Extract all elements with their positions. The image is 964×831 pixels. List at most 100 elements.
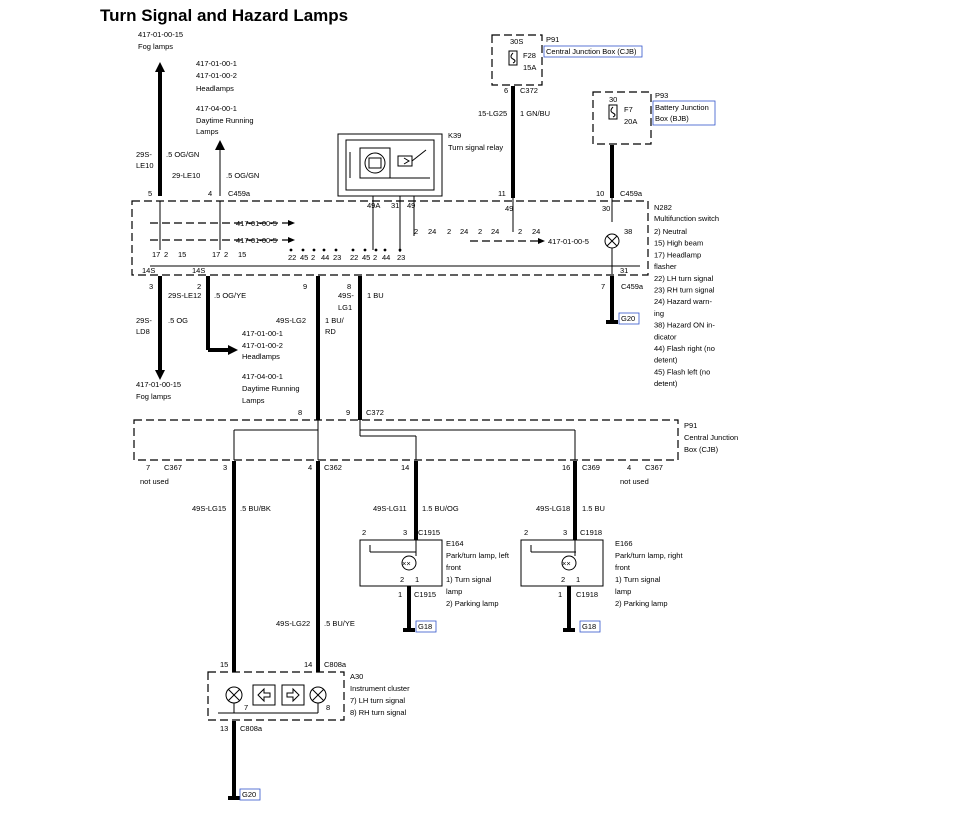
- switch-pin-label: 2: [518, 227, 522, 236]
- n282-legend-item: 2) Neutral: [654, 227, 687, 236]
- sw-ref-1: 417-01-00-5: [236, 219, 277, 228]
- wire-color-le10: .5 OG/GN: [166, 150, 199, 159]
- e164-legend-1: 1) Turn signal: [446, 575, 492, 584]
- switch-pin-label: 17: [212, 250, 220, 259]
- pin-49-switch: 49: [505, 204, 513, 213]
- lh-lamp-x2-icon: [227, 688, 241, 702]
- n282-switch-box: [131, 200, 649, 276]
- ground-g20-top-ref: [618, 312, 640, 325]
- connector-c367-right: C367: [645, 463, 663, 472]
- wire-label-lg2: 49S-LG2: [276, 316, 306, 325]
- a30-id: A30: [350, 672, 363, 681]
- connector-c372-mid: C372: [366, 408, 384, 417]
- ref-drl: 417-04-00-1: [196, 104, 237, 113]
- e166-legend-2: 2) Parking lamp: [615, 599, 668, 608]
- switch-contact-dot: [334, 248, 338, 252]
- ref-headlamps-bottom-label: Headlamps: [242, 352, 280, 361]
- drl-arrow-icon: [215, 140, 225, 150]
- relay-coil-icon: [364, 152, 386, 174]
- pin-14s-a: 14S: [142, 266, 155, 275]
- n282-legend-item: dicator: [654, 332, 677, 341]
- switch-contact-dot: [322, 248, 326, 252]
- p91-top-id: P91: [546, 35, 559, 44]
- ref-headlamps-bottom-2: 417-01-00-2: [242, 341, 283, 350]
- wire-label-lg1-b: LG1: [338, 303, 352, 312]
- pin-16-c369: 16: [562, 463, 570, 472]
- relay-contact-icon: [411, 149, 427, 162]
- wire-color-lg25: 1 GN/BU: [520, 109, 550, 118]
- wire-color-lg1: 1 BU: [367, 291, 384, 300]
- pin-2: 2: [197, 282, 201, 291]
- a30-legend-1: 7) LH turn signal: [350, 696, 405, 705]
- k39-inner-box: [345, 139, 435, 191]
- connector-c1918-top: C1918: [580, 528, 602, 537]
- ref-drl-bottom-label-2: Lamps: [242, 396, 265, 405]
- wire-color-lg15: .5 BU/BK: [240, 504, 271, 513]
- fuse-f28-icon: [508, 50, 518, 66]
- e166-name-2: front: [615, 563, 631, 572]
- switch-contact-dot: [289, 248, 293, 252]
- not-used-right: not used: [620, 477, 649, 486]
- e164-id: E164: [446, 539, 464, 548]
- wire-label-lg25: 15-LG25: [478, 109, 507, 118]
- connector-c362: C362: [324, 463, 342, 472]
- wire-label-lg18: 49S-LG18: [536, 504, 570, 513]
- pin-14s-b: 14S: [192, 266, 205, 275]
- wire-label-29s-ld8: 29S-: [136, 316, 152, 325]
- pin-6: 6: [504, 86, 508, 95]
- wire-label-lg15: 49S-LG15: [192, 504, 226, 513]
- e164-pin-1-inner: 1: [415, 575, 419, 584]
- sw-ref-2: 417-01-00-5: [236, 236, 277, 245]
- connector-c808a-top: C808a: [324, 660, 347, 669]
- ref-drl-bottom: 417-04-00-1: [242, 372, 283, 381]
- pin-14-c369: 14: [401, 463, 409, 472]
- p93-terminal: 30: [609, 95, 617, 104]
- right-arrow-icon: [286, 687, 300, 703]
- fuse-f7-element-icon: [610, 106, 616, 118]
- k39-id: K39: [448, 131, 461, 140]
- relay-core-icon: [368, 157, 382, 169]
- switch-contact-dot: [398, 248, 402, 252]
- switch-contact-dot: [351, 248, 355, 252]
- switch-pin-label: 23: [397, 253, 405, 262]
- p91-mid-name-2: Box (CJB): [684, 445, 719, 454]
- relay-flasher-icon: [397, 155, 413, 167]
- switch-contact-dot: [363, 248, 367, 252]
- sw-ref-arrow-1-icon: [288, 220, 295, 226]
- switch-pin-label: 44: [321, 253, 329, 262]
- ground-g18-left-label: G18: [418, 622, 432, 631]
- p91-top-box: [491, 34, 543, 86]
- ground-g20-top-label: G20: [621, 314, 635, 323]
- pin-5: 5: [148, 189, 152, 198]
- fog-top-arrow-icon: [155, 62, 165, 72]
- p93-id: P93: [655, 91, 668, 100]
- pin-49a: 49A: [367, 201, 380, 210]
- rh-indicator-frame: [281, 684, 305, 706]
- lh-indicator-frame: [252, 684, 276, 706]
- wire-color-lg22: .5 BU/YE: [324, 619, 355, 628]
- a30-pin-13: 13: [220, 724, 228, 733]
- switch-pin-label: 45: [362, 253, 370, 262]
- p93-name-2: Box (BJB): [655, 114, 689, 123]
- fog-bottom-arrow-icon: [155, 370, 165, 380]
- ref-drl-bottom-label-1: Daytime Running: [242, 384, 300, 393]
- a30-pin-7: 7: [244, 703, 248, 712]
- pin-31-switch: 31: [620, 266, 628, 275]
- e164-name-2: front: [446, 563, 462, 572]
- ground-g20-bottom-ref: [239, 788, 261, 801]
- pin-8-c372: 8: [298, 408, 302, 417]
- pin-3-c362: 3: [223, 463, 227, 472]
- switch-pin-label: 2: [311, 253, 315, 262]
- sw-ref-arrow-3-icon: [538, 238, 545, 244]
- p91-top-terminal: 30S: [510, 37, 523, 46]
- e166-legend-1b: lamp: [615, 587, 631, 596]
- connector-c808a-bottom: C808a: [240, 724, 263, 733]
- n282-legend-item: ing: [654, 309, 664, 318]
- e166-pin-3: 3: [563, 528, 567, 537]
- e164-name-1: Park/turn lamp, left: [446, 551, 510, 560]
- n282-legend-item: 15) High beam: [654, 239, 703, 248]
- ref-fog-bottom-label: Fog lamps: [136, 392, 171, 401]
